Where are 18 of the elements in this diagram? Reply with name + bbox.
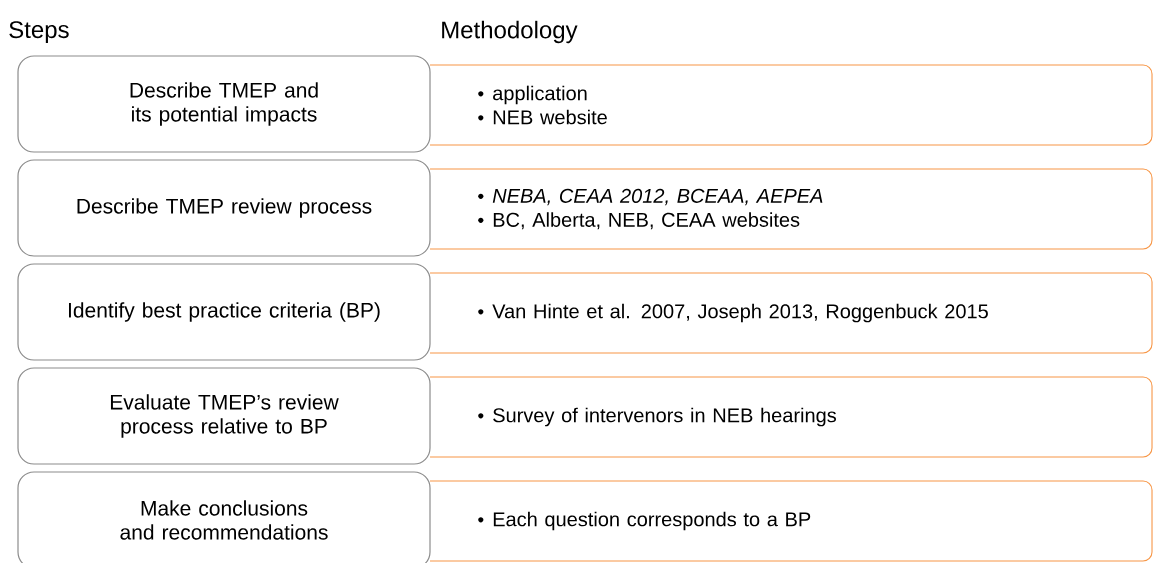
method-box: Each question corresponds to a BP: [429, 480, 1153, 562]
node-label: BC, Alberta, NEB, CEAA websites: [493, 212, 800, 230]
node-label: Each question corresponds to a BP: [493, 511, 811, 531]
method-box: NEBA, CEAA 2012, BCEAA, AEPEA BC, Alberta, NEB, CEAA websites: [429, 168, 1153, 250]
node-label: Van Hinte et al. 2007, Joseph 2013, Roggenbuck 2015: [492, 303, 988, 323]
step-box: Make conclusions and recommendations: [17, 471, 431, 563]
step-box: Describe TMEP review process: [17, 159, 431, 257]
method-box: Van Hinte et al. 2007, Joseph 2013, Roggenbuck 2015: [429, 272, 1153, 354]
node-label: NEB website: [493, 109, 607, 125]
node-label: Survey of intervenors in NEB hearings: [493, 407, 837, 427]
step-box: Describe TMEP and its potential impacts: [17, 55, 431, 153]
method-box: Survey of intervenors in NEB hearings: [429, 376, 1153, 458]
node-label: application: [493, 85, 587, 105]
step-box: Identify best practice criteria (BP): [17, 263, 431, 361]
column-heading: Methodology: [442, 20, 578, 44]
node-label: NEBA, CEAA 2012, BCEAA, AEPEA: [492, 188, 823, 206]
method-box: application NEB website: [429, 64, 1153, 146]
step-box: Evaluate TMEP’s review process relative to BP: [17, 367, 431, 465]
